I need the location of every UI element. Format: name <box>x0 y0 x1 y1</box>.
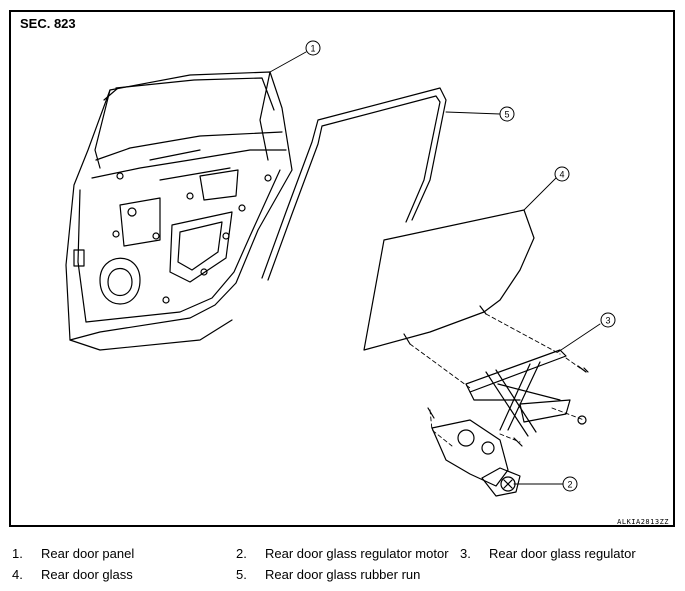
legend-label: Rear door panel <box>41 546 135 561</box>
diagram-frame <box>9 10 675 527</box>
callout-circles <box>305 40 616 492</box>
leader-lines <box>269 51 601 485</box>
parts-legend: 1. Rear door panel 2. Rear door glass re… <box>0 540 685 590</box>
glass-regulator-drawing <box>465 349 589 437</box>
callout-2: 2 <box>567 480 572 490</box>
assembly-lines <box>409 313 585 447</box>
legend-label: Rear door glass rubber run <box>265 567 421 582</box>
legend-label: Rear door glass <box>41 567 133 582</box>
glass-rubber-run-drawing <box>261 87 447 281</box>
section-label: SEC. 823 <box>20 16 76 31</box>
figure-code: ALKIA2813ZZ <box>617 518 669 526</box>
legend-number: 1. <box>12 546 23 561</box>
regulator-motor-drawing <box>427 407 523 497</box>
callout-5: 5 <box>504 110 509 120</box>
callout-4: 4 <box>559 170 564 180</box>
legend-number: 3. <box>460 546 471 561</box>
legend-number: 2. <box>236 546 247 561</box>
legend-number: 5. <box>236 567 247 582</box>
callout-1: 1 <box>310 44 315 54</box>
rear-door-panel-drawing <box>65 71 293 351</box>
callout-3: 3 <box>605 316 610 326</box>
rear-door-glass-drawing <box>363 209 535 351</box>
legend-number: 4. <box>12 567 23 582</box>
legend-label: Rear door glass regulator <box>489 546 636 561</box>
legend-label: Rear door glass regulator motor <box>265 546 449 561</box>
